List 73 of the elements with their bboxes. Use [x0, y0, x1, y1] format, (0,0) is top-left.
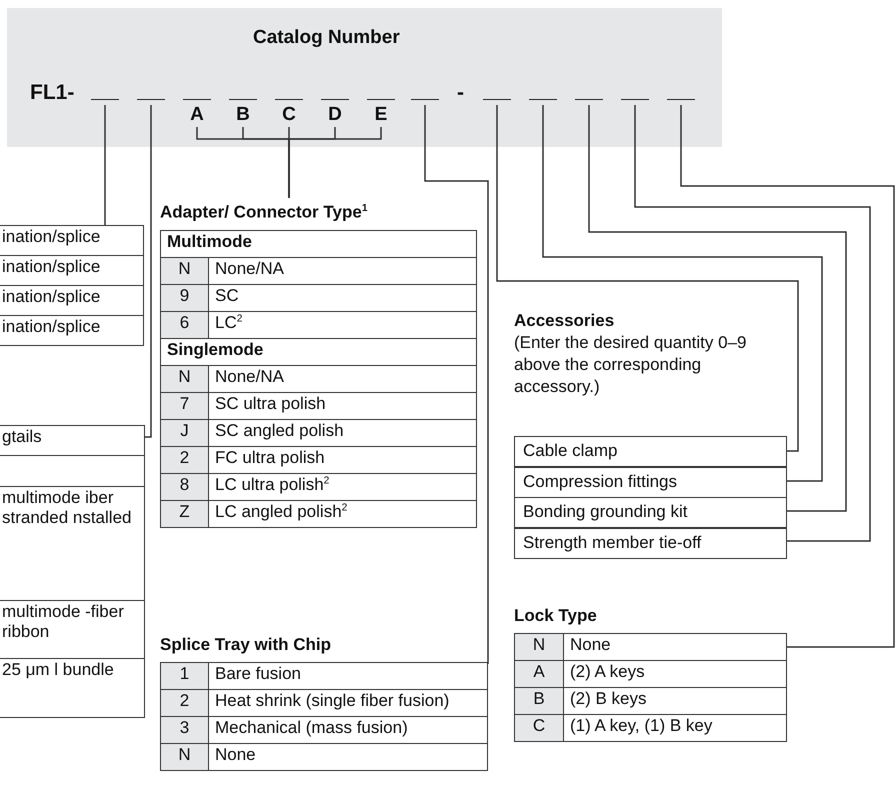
leader-line [634, 105, 871, 542]
leader-line [145, 105, 152, 438]
table-heading: Lock Type [514, 605, 598, 627]
option-cell: 25 μm l bundle [0, 658, 144, 718]
leader-line [104, 105, 106, 225]
leader-line [680, 105, 895, 648]
code-cell: N [514, 634, 564, 660]
position-letter: E [374, 105, 388, 125]
leader-line [588, 105, 847, 512]
option-cell: FC ultra polish [208, 446, 476, 474]
option-cell: LC ultra polish$^{2}$ [208, 473, 476, 500]
leader-line [424, 105, 489, 664]
option-cell: gtails [0, 426, 144, 456]
code-cell: 2 [160, 690, 208, 716]
option-table [0, 425, 145, 718]
group-heading: Multimode [160, 230, 476, 258]
option-table [0, 225, 144, 346]
code-cell: N [160, 744, 208, 770]
option-cell: None [564, 634, 786, 660]
catalog-number-panel [7, 8, 722, 147]
position-letter: B [235, 105, 251, 125]
accessory-option: Cable clamp [514, 436, 787, 467]
code-cell: 2 [160, 446, 208, 474]
code-cell: 9 [160, 284, 208, 312]
panel-title: Catalog Number [253, 27, 400, 49]
code-cell: J [160, 419, 208, 446]
catalog-prefix: FL1- [30, 81, 74, 105]
option-cell: multimode iber stranded nstalled [0, 486, 144, 600]
option-cell: None/NA [208, 257, 476, 284]
table-heading: Accessories [514, 310, 616, 332]
leader-line [288, 127, 382, 198]
option-cell: Mechanical (mass fusion) [208, 716, 488, 744]
code-cell: 6 [160, 311, 208, 338]
code-cell: B [514, 688, 564, 714]
position-letter: C [281, 105, 297, 125]
option-cell: SC angled polish [208, 419, 476, 446]
option-cell: SC [208, 284, 476, 312]
position-letter: D [327, 105, 343, 125]
option-cell: ination/splice [0, 286, 144, 316]
option-cell: (2) A keys [564, 660, 786, 688]
table-heading: Splice Tray with Chip [160, 634, 332, 656]
accessory-option: Bonding grounding kit [514, 497, 787, 528]
leader-line [542, 105, 823, 482]
leader-line [496, 105, 799, 452]
option-cell: None [208, 744, 488, 770]
option-cell: (2) B keys [564, 688, 786, 714]
code-cell: 1 [160, 662, 208, 690]
option-cell: Heat shrink (single fiber fusion) [208, 690, 488, 716]
instruction-note: (Enter the desired quantity 0–9 above the corresponding accessory.) [514, 332, 748, 398]
option-cell: SC ultra polish [208, 392, 476, 420]
code-cell: N [160, 257, 208, 284]
table-heading: Adapter/ Connector Type$^{1}$ [160, 202, 368, 224]
code-cell: 7 [160, 392, 208, 420]
option-cell: LC$^{2}$ [208, 311, 476, 338]
position-letter: A [189, 105, 205, 125]
code-cell: Z [160, 500, 208, 528]
code-cell: N [160, 365, 208, 392]
code-cell: 8 [160, 473, 208, 500]
option-cell: (1) A key, (1) B key [564, 714, 786, 742]
accessory-option: Strength member tie-off [514, 528, 787, 558]
option-cell: multimode -fiber ribbon [0, 600, 144, 658]
option-cell: ination/splice [0, 226, 144, 256]
option-cell: Bare fusion [208, 662, 488, 690]
group-heading: Singlemode [160, 338, 476, 366]
code-cell: A [514, 660, 564, 688]
option-cell: LC angled polish$^{2}$ [208, 500, 476, 528]
accessory-option: Compression fittings [514, 466, 787, 498]
separator-dash: - [457, 81, 464, 105]
code-cell: C [514, 714, 564, 742]
option-cell: None/NA [208, 365, 476, 392]
code-cell: 3 [160, 716, 208, 744]
option-cell: ination/splice [0, 256, 144, 286]
option-cell: ination/splice [0, 316, 144, 346]
